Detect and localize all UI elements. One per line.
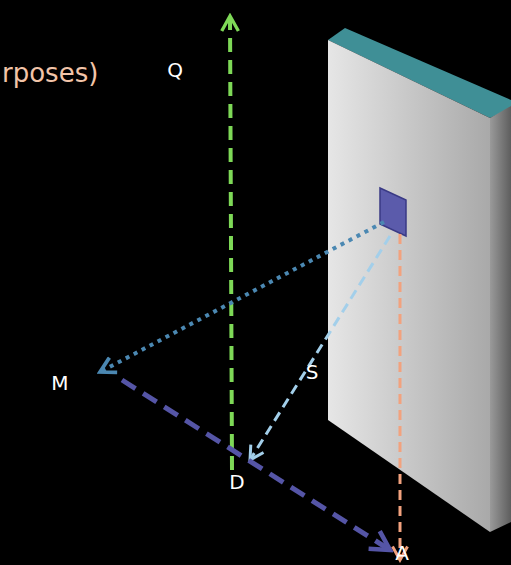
plate-face	[328, 40, 490, 532]
vector-label: S	[306, 362, 319, 382]
d-arrow	[122, 380, 390, 550]
wall-plate	[328, 28, 511, 532]
vector-label: Q	[167, 60, 183, 80]
vector-label: M	[51, 373, 68, 393]
device-square	[380, 188, 406, 236]
a-arrow	[399, 234, 402, 560]
plate-side	[490, 106, 511, 532]
vector-label: D	[229, 472, 244, 492]
m-arrow	[100, 222, 384, 372]
q-arrow	[230, 16, 232, 470]
vector-label: A	[395, 543, 409, 563]
heading-fragment: rposes)	[2, 60, 98, 86]
s-arrow	[250, 236, 390, 460]
